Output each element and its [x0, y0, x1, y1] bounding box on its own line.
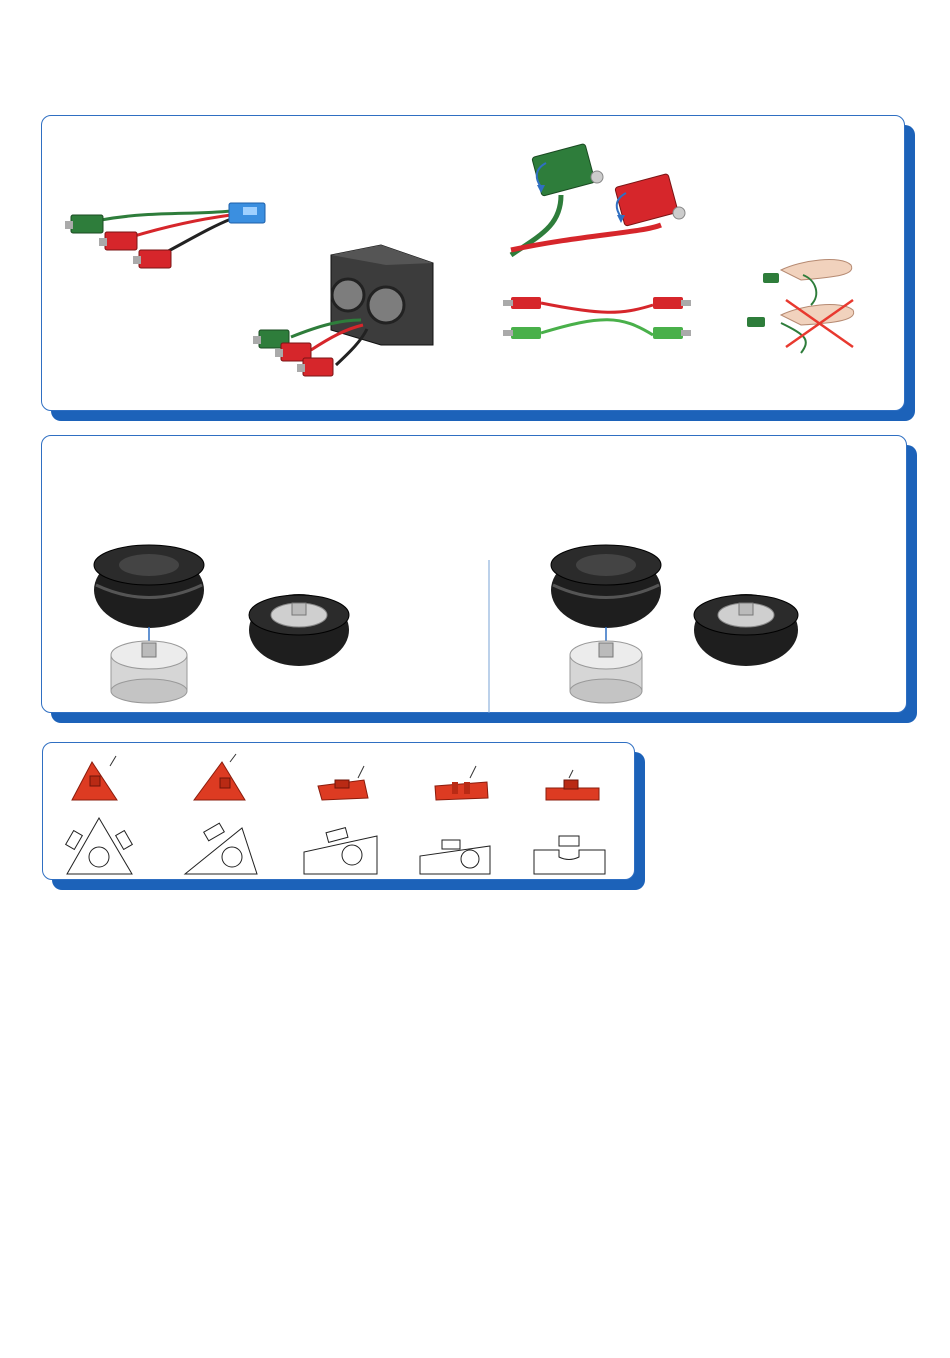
tire-assembly-right	[551, 545, 798, 703]
motor-with-plugs-illustration	[253, 245, 433, 376]
red-plug-icon	[615, 173, 685, 226]
tire-icon	[551, 545, 661, 628]
angle-block-30-icon	[194, 754, 245, 800]
angle-block-30-outline	[185, 823, 257, 874]
angle-block-7-5-icon	[435, 766, 488, 800]
wiring-illustrations	[41, 115, 905, 411]
angle-block-15-outline	[304, 828, 377, 874]
angle-block-flat-icon	[546, 770, 599, 800]
angle-block-illustrations	[42, 742, 635, 880]
angle-block-60-icon	[72, 756, 117, 800]
assembled-wheel-icon	[249, 594, 349, 666]
green-plug-icon	[65, 215, 103, 233]
red-plug-icon	[99, 232, 137, 250]
angle-blocks-panel	[42, 742, 635, 880]
red-plug-icon	[133, 250, 171, 268]
tire-panel	[41, 435, 907, 713]
tire-assembly-left	[94, 545, 349, 703]
tire-icon	[94, 545, 204, 628]
tire-illustrations	[41, 435, 907, 713]
hand-pulling-plug-illustration	[747, 260, 854, 353]
rim-icon	[111, 641, 187, 703]
angle-block-60-outline	[66, 818, 133, 874]
angle-block-15-icon	[318, 766, 368, 800]
rim-icon	[570, 641, 642, 703]
angle-block-7-5-outline	[420, 840, 490, 874]
plug-crimping-illustration	[511, 143, 685, 255]
finished-cables-illustration	[503, 297, 691, 339]
cable-with-plugs-illustration	[65, 203, 265, 268]
angle-block-flat-outline	[534, 836, 605, 874]
wiring-panel	[41, 115, 905, 411]
assembled-wheel-icon	[694, 594, 798, 666]
